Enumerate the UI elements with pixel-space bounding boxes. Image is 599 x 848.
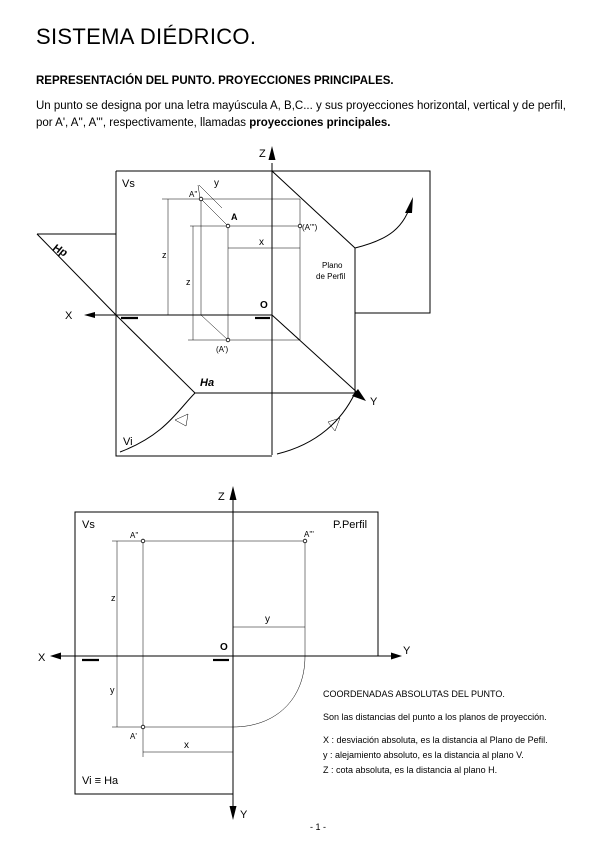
x-axis-arrowhead-2 — [50, 652, 61, 660]
y-right-arrowhead — [391, 652, 402, 660]
fig2-y-right-label: Y — [403, 645, 411, 657]
profile-plane-diagonal — [271, 170, 356, 313]
document-title: SISTEMA DIÉDRICO. — [36, 24, 257, 49]
point-a-vertical — [198, 196, 204, 202]
dim-y-line — [198, 184, 223, 209]
point-a — [225, 223, 231, 229]
ha-rotation-arrow-left — [174, 413, 189, 427]
fig2-dim-x-label: x — [184, 740, 189, 751]
fig1-dim-y-label: y — [214, 178, 219, 189]
fig1-a-profile-label: (A''') — [302, 223, 318, 232]
fig1-vs-label: Vs — [122, 178, 135, 190]
fig2-dim-y-left-label: y — [110, 685, 115, 695]
ha-rotation-arc-left — [119, 392, 196, 453]
fig1-a-vertical-label: A'' — [189, 190, 198, 199]
fig1-z-label: Z — [259, 148, 266, 160]
ha-rotation-arc-right — [276, 392, 356, 455]
box-top-left — [200, 198, 229, 227]
point-a-profile-2 — [302, 538, 308, 544]
dim-y-tick — [197, 184, 201, 199]
y-axis-arrowhead — [352, 389, 366, 401]
fig2-dim-y-top-label: y — [265, 614, 270, 625]
fig1-profile-plane-label-1: Plano — [322, 261, 343, 270]
intro-paragraph: Un punto se designa por una letra mayúsc… — [36, 98, 571, 132]
legend-title: COORDENADAS ABSOLUTAS DEL PUNTO. — [323, 689, 505, 699]
z-axis-arrowhead — [268, 146, 276, 160]
box-bottom-right — [271, 314, 301, 341]
fig1-point-a-label: A — [231, 212, 238, 222]
coordinates-legend: COORDENADAS ABSOLUTAS DEL PUNTO. Son las… — [323, 688, 593, 776]
box-bottom-left — [200, 314, 229, 341]
intro-text: Un punto se designa por una letra mayúsc… — [36, 100, 566, 129]
fig1-dim-z-left-label: z — [162, 250, 167, 260]
profile-rotation-arrow — [405, 197, 413, 213]
ha-plane-left-edge — [115, 314, 196, 394]
legend-z-definition: Z : cota absoluta, es la distancia al pl… — [323, 765, 498, 775]
section-title: REPRESENTACIÓN DEL PUNTO. PROYECCIONES P… — [36, 75, 394, 87]
fig2-vs-label: Vs — [82, 519, 95, 531]
profile-rotation-arc — [354, 199, 413, 249]
fig2-a-profile-label: A''' — [304, 530, 314, 539]
hp-plane-left-edge — [36, 233, 117, 316]
fig1-origin-label: O — [260, 300, 268, 311]
fig2-dim-z-label: z — [111, 593, 116, 603]
fig2-vi-ha-label: Vi ≡ Ha — [82, 775, 119, 787]
profile-plane-outline — [272, 170, 431, 314]
fig2-y-down-label: Y — [240, 809, 248, 821]
vi-ha-plane-outline — [74, 656, 233, 795]
legend-x-definition: X : desviación absoluta, es la distancia… — [323, 735, 548, 745]
fig2-a-horizontal-label: A' — [130, 732, 137, 741]
vi-plane-outline — [115, 315, 272, 457]
fig2-origin-label: O — [220, 642, 228, 653]
fig1-vi-label: Vi — [123, 436, 133, 448]
fig1-dim-x-label: x — [259, 237, 264, 248]
x-axis-arrowhead — [84, 312, 95, 318]
z-axis-arrowhead-2 — [229, 486, 237, 500]
fig2-z-label: Z — [218, 491, 225, 503]
fig2-x-label: X — [38, 652, 46, 664]
fig1-dim-z-inner-label: z — [186, 277, 191, 287]
fig1-hp-label: Hp — [51, 242, 70, 260]
legend-subtitle: Son las distancias del punto a los plano… — [323, 712, 547, 722]
ha-rotation-arrow-right — [327, 417, 341, 432]
point-a-horizontal — [225, 337, 231, 343]
fig1-a-horizontal-label: (A') — [216, 345, 229, 354]
fig1-x-label: X — [65, 310, 73, 322]
arc-y-transfer — [232, 655, 306, 728]
figure-isometric: Z X Y O Vs Vi Hp Ha A A'' (A') (A''') y … — [36, 146, 431, 457]
fig1-profile-plane-label-2: de Perfil — [316, 272, 346, 281]
y-down-arrowhead — [229, 806, 237, 820]
fig1-ha-label: Ha — [200, 377, 214, 389]
fig2-p-perfil-label: P.Perfil — [333, 519, 367, 531]
point-a-horizontal-2 — [140, 724, 146, 730]
vs-plane-rectangle — [74, 511, 379, 656]
legend-y-definition: y : alejamiento absoluto, es la distanci… — [323, 750, 524, 760]
page-number: - 1 - — [310, 822, 327, 832]
point-a-vertical-2 — [140, 538, 146, 544]
point-a-profile — [297, 223, 303, 229]
fig2-a-vertical-label: A'' — [130, 531, 139, 540]
fig1-y-label: Y — [370, 396, 378, 408]
intro-bold-text: proyecciones principales. — [249, 117, 391, 129]
